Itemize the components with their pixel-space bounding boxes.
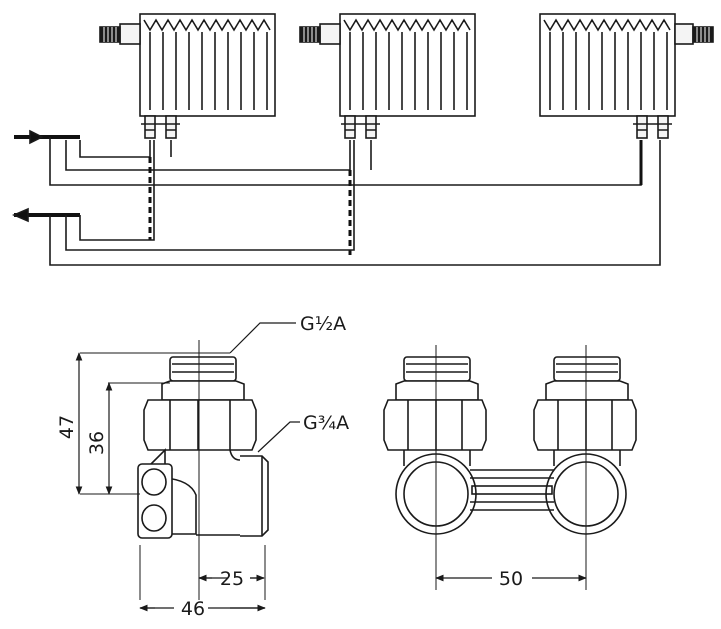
radiator-3 <box>539 13 714 139</box>
radiator-1 <box>99 13 276 139</box>
pipe-lines <box>14 135 661 266</box>
thermostatic-head-icon <box>674 23 714 45</box>
thermostatic-head-icon <box>299 23 341 45</box>
radiator-2 <box>299 13 476 139</box>
arrow-left-icon <box>11 207 29 223</box>
valve-connector-icon <box>633 115 672 139</box>
dimension-height-total: 47 <box>56 415 78 439</box>
thread-top-label: G½A <box>300 313 346 335</box>
heating-scheme <box>11 13 714 266</box>
dimension-spacing: 50 <box>499 568 523 590</box>
thermostatic-head-icon <box>99 23 141 45</box>
valve-side-view <box>80 322 300 600</box>
thread-side-label: G¾A <box>303 412 349 434</box>
arrow-right-icon <box>29 129 44 145</box>
dimension-offset: 25 <box>220 568 244 590</box>
valve-front-view <box>383 345 637 590</box>
valve-connector-icon <box>341 115 380 139</box>
dimension-height-body: 36 <box>86 431 108 455</box>
valve-connector-icon <box>141 115 180 139</box>
dimensions-side <box>75 352 266 612</box>
dimension-width: 46 <box>181 598 205 620</box>
